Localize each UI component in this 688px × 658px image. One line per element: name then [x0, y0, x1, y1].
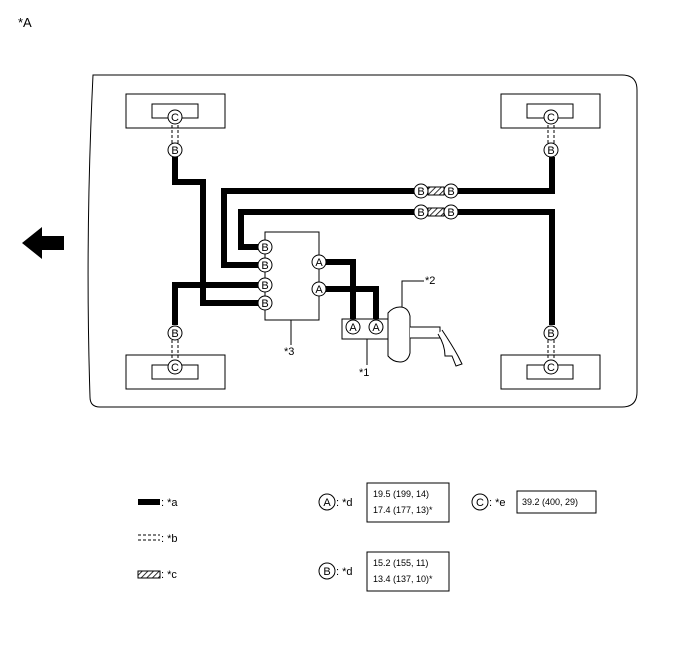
- marker-B-actuator-2: B: [257, 257, 273, 273]
- svg-text:B: B: [447, 207, 454, 219]
- legend: : *a : *b : *c A : *d 19.5 (199, 14) 17.…: [137, 482, 597, 592]
- legend-marker-C: [471, 493, 489, 511]
- svg-text:B: B: [547, 145, 554, 157]
- marker-C-front-right: C: [543, 109, 559, 125]
- marker-A-actuator-2: A: [311, 281, 327, 297]
- legend-d-A: : *d: [336, 497, 353, 509]
- svg-text:B: B: [171, 145, 178, 157]
- marker-B-upper-left: B: [413, 183, 429, 199]
- marker-B-actuator-1: B: [257, 239, 273, 255]
- marker-C-front-left: C: [167, 109, 183, 125]
- svg-text:B: B: [417, 186, 424, 198]
- marker-C-rear-right: C: [543, 359, 559, 375]
- legend-a: : *a: [161, 497, 178, 509]
- svg-text:A: A: [349, 322, 357, 334]
- brake-actuator: [264, 231, 320, 321]
- torque-A-line1: 19.5 (199, 14): [373, 489, 429, 499]
- marker-B-upper-right: B: [443, 183, 459, 199]
- marker-B-actuator-4: B: [257, 295, 273, 311]
- torque-box-A: [366, 482, 450, 523]
- front-direction-arrow-icon: [22, 227, 64, 259]
- legend-swatch-protector: [137, 570, 161, 579]
- svg-text:B: B: [261, 260, 268, 272]
- torque-C-line1: 39.2 (400, 29): [522, 497, 578, 507]
- callout-1: *1: [359, 367, 369, 379]
- torque-box-B: [366, 551, 450, 592]
- svg-text:B: B: [261, 280, 268, 292]
- svg-text:C: C: [547, 112, 555, 124]
- brake-tubes: [172, 157, 555, 325]
- vehicle-body-outline: [87, 74, 638, 408]
- figure-label: *A: [18, 15, 32, 30]
- svg-text:C: C: [476, 497, 484, 509]
- svg-text:B: B: [447, 186, 454, 198]
- torque-box-C: [516, 490, 597, 514]
- svg-text:C: C: [171, 362, 179, 374]
- svg-text:B: B: [261, 242, 268, 254]
- svg-text:A: A: [315, 284, 323, 296]
- svg-text:A: A: [372, 322, 380, 334]
- svg-text:B: B: [171, 328, 178, 340]
- torque-B-line2: 13.4 (137, 10)*: [373, 574, 433, 584]
- svg-text:B: B: [323, 566, 330, 578]
- svg-text:A: A: [315, 257, 323, 269]
- marker-B-actuator-3: B: [257, 277, 273, 293]
- marker-B-rear-left: B: [167, 325, 183, 341]
- marker-B-front-right: B: [543, 142, 559, 158]
- callout-3: *3: [284, 346, 294, 358]
- legend-d-B: : *d: [336, 566, 353, 578]
- legend-marker-B: [318, 562, 336, 580]
- callout-2: *2: [425, 275, 435, 287]
- marker-A-actuator-1: A: [311, 254, 327, 270]
- legend-swatch-hose: [138, 534, 160, 541]
- marker-A-master-1: A: [345, 319, 361, 335]
- marker-A-master-2: A: [368, 319, 384, 335]
- legend-c: : *c: [161, 569, 177, 581]
- torque-A-line2: 17.4 (177, 13)*: [373, 505, 433, 515]
- brake-booster: [387, 306, 463, 367]
- svg-text:B: B: [417, 207, 424, 219]
- tube-protector-lower: [427, 207, 445, 217]
- legend-b: : *b: [161, 533, 178, 545]
- connection-markers: C C C C B B B B B B B B B B B B A A A A: [167, 109, 559, 375]
- legend-marker-A: [318, 493, 336, 511]
- legend-e-C: : *e: [489, 497, 506, 509]
- svg-text:C: C: [547, 362, 555, 374]
- svg-text:C: C: [171, 112, 179, 124]
- torque-B-line1: 15.2 (155, 11): [373, 558, 428, 568]
- flexible-hoses: [171, 125, 555, 360]
- callout-line-2: [401, 280, 424, 307]
- tube-protector-upper: [427, 186, 445, 196]
- legend-swatch-tube: [138, 499, 160, 505]
- marker-B-lower-left: B: [413, 204, 429, 220]
- svg-text:B: B: [261, 298, 268, 310]
- marker-B-rear-right: B: [543, 325, 559, 341]
- marker-B-front-left: B: [167, 142, 183, 158]
- marker-B-lower-right: B: [443, 204, 459, 220]
- svg-text:A: A: [323, 497, 331, 509]
- svg-text:B: B: [547, 328, 554, 340]
- marker-C-rear-left: C: [167, 359, 183, 375]
